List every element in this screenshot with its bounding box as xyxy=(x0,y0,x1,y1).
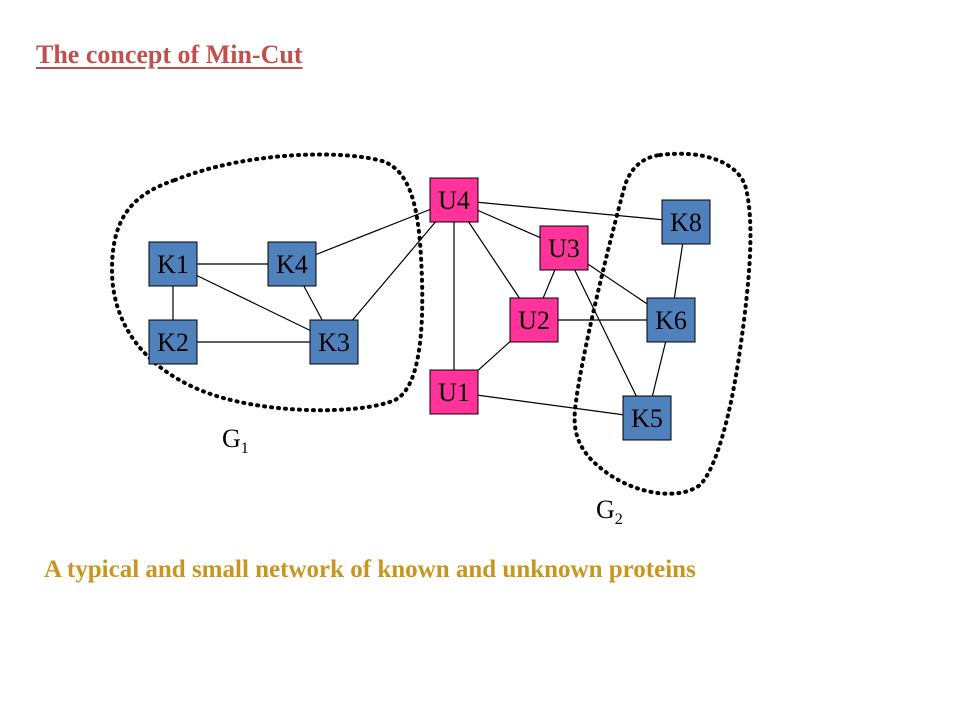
node-box-u3 xyxy=(539,225,589,271)
node-k8: K8 xyxy=(661,199,711,245)
node-box-k4 xyxy=(267,241,317,287)
node-k3: K3 xyxy=(309,319,359,365)
node-k6: K6 xyxy=(646,297,696,343)
node-box-k5 xyxy=(622,395,672,441)
node-k4: K4 xyxy=(267,241,317,287)
group-label-g2: G2 xyxy=(596,495,623,528)
node-box-k2 xyxy=(148,319,198,365)
node-label-k1: K1 xyxy=(157,250,189,279)
node-label-u3: U3 xyxy=(548,234,580,263)
edge-k3-u4 xyxy=(333,199,455,343)
node-label-u1: U1 xyxy=(438,378,470,407)
node-u2: U2 xyxy=(509,297,559,343)
group-g2-outline xyxy=(572,151,753,496)
edge-u1-k5 xyxy=(453,391,648,419)
node-label-k8: K8 xyxy=(670,208,702,237)
node-box-k6 xyxy=(646,297,696,343)
group-label-g1: G1 xyxy=(222,424,249,457)
diagram-caption: A typical and small network of known and… xyxy=(44,556,696,583)
node-box-u4 xyxy=(429,177,479,223)
slide-title: The concept of Min-Cut xyxy=(36,40,303,69)
node-u4: U4 xyxy=(429,177,479,223)
node-box-k3 xyxy=(309,319,359,365)
node-box-k8 xyxy=(661,199,711,245)
node-label-k6: K6 xyxy=(655,306,687,335)
edge-u4-k8 xyxy=(453,199,687,223)
edge-k1-k3 xyxy=(172,263,335,343)
edge-k4-u4 xyxy=(291,199,455,265)
node-label-k2: K2 xyxy=(157,328,189,357)
node-u1: U1 xyxy=(429,369,479,415)
node-label-k3: K3 xyxy=(318,328,350,357)
node-box-u1 xyxy=(429,369,479,415)
node-label-u4: U4 xyxy=(438,186,470,215)
node-box-u2 xyxy=(509,297,559,343)
node-k2: K2 xyxy=(148,319,198,365)
node-k1: K1 xyxy=(148,241,198,287)
node-u3: U3 xyxy=(539,225,589,271)
edge-u3-k5 xyxy=(563,247,648,419)
node-k5: K5 xyxy=(622,395,672,441)
node-label-k5: K5 xyxy=(631,404,663,433)
node-label-u2: U2 xyxy=(518,306,550,335)
group-g1-outline xyxy=(109,152,425,413)
node-label-k4: K4 xyxy=(276,250,308,279)
node-box-k1 xyxy=(148,241,198,287)
